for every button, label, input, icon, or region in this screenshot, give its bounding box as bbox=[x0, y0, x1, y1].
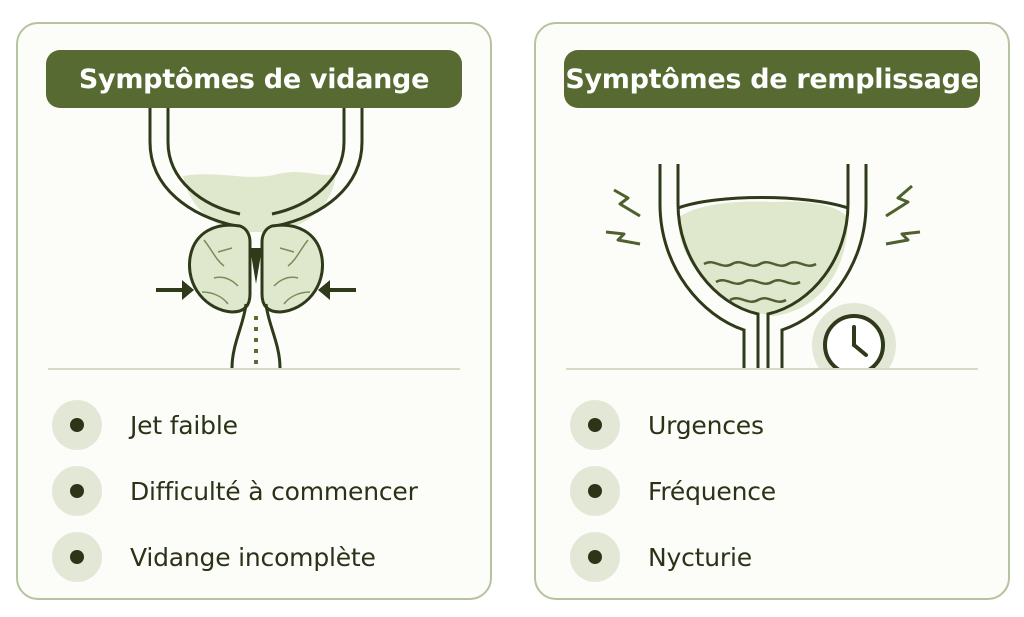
symptom-label: Fréquence bbox=[648, 476, 776, 506]
list-item: Urgences bbox=[570, 392, 990, 458]
bullet-icon bbox=[570, 400, 620, 450]
urgency-zigzag-icon bbox=[605, 184, 921, 246]
voiding-panel-title: Symptômes de vidange bbox=[46, 50, 462, 108]
list-item: Nycturie bbox=[570, 524, 990, 590]
voiding-divider bbox=[48, 368, 460, 370]
storage-symptoms-panel: Symptômes de remplissage bbox=[534, 22, 1010, 600]
compression-arrow-icon bbox=[156, 280, 356, 300]
list-item: Difficulté à commencer bbox=[52, 458, 472, 524]
voiding-symptom-list: Jet faible Difficulté à commencer Vidang… bbox=[52, 392, 472, 590]
urine-waves-icon bbox=[703, 261, 817, 303]
bladder-icon bbox=[658, 164, 868, 368]
bullet-icon bbox=[570, 466, 620, 516]
symptom-label: Urgences bbox=[648, 410, 764, 440]
voiding-symptoms-panel: Symptômes de vidange bbox=[16, 22, 492, 600]
symptom-label: Jet faible bbox=[130, 410, 238, 440]
symptom-label: Vidange incomplète bbox=[130, 542, 376, 572]
clock-icon bbox=[812, 303, 896, 368]
list-item: Jet faible bbox=[52, 392, 472, 458]
bullet-icon bbox=[52, 466, 102, 516]
list-item: Fréquence bbox=[570, 458, 990, 524]
storage-panel-title: Symptômes de remplissage bbox=[564, 50, 980, 108]
storage-divider bbox=[566, 368, 978, 370]
overactive-bladder-illustration bbox=[605, 164, 921, 368]
bullet-icon bbox=[570, 532, 620, 582]
symptom-label: Difficulté à commencer bbox=[130, 476, 418, 506]
storage-symptom-list: Urgences Fréquence Nycturie bbox=[570, 392, 990, 590]
weak-stream-icon bbox=[230, 303, 282, 368]
bullet-icon bbox=[52, 532, 102, 582]
symptom-label: Nycturie bbox=[648, 542, 752, 572]
bullet-icon bbox=[52, 400, 102, 450]
prostate-bladder-illustration bbox=[148, 108, 364, 368]
bladder-icon bbox=[148, 108, 364, 232]
list-item: Vidange incomplète bbox=[52, 524, 472, 590]
prostate-icon bbox=[188, 223, 324, 314]
